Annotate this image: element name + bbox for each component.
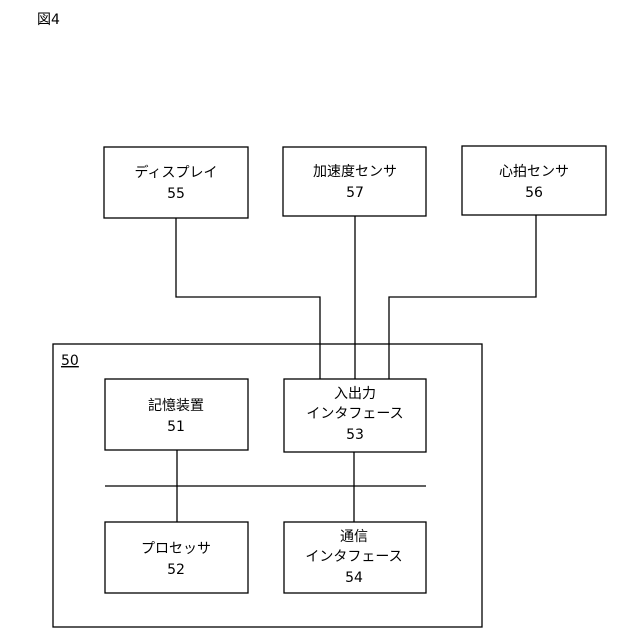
comm-interface-id: 54: [345, 570, 363, 586]
heart-rate-sensor-id: 56: [525, 185, 543, 201]
io-interface-line2: インタフェース: [306, 406, 403, 422]
heart-rate-sensor-box: 心拍センサ 56: [462, 146, 606, 215]
figure-label: 図4: [37, 12, 60, 28]
storage-box: 記憶装置 51: [105, 379, 248, 450]
comm-interface-box: 通信 インタフェース 54: [284, 522, 426, 593]
display-box: ディスプレイ 55: [104, 147, 248, 218]
system-id-label: 50: [61, 353, 79, 369]
storage-id: 51: [167, 419, 185, 435]
accelerometer-name: 加速度センサ: [313, 164, 397, 180]
processor-id: 52: [167, 562, 185, 578]
heart-rate-to-io-line: [389, 215, 536, 379]
accelerometer-id: 57: [346, 185, 364, 201]
io-interface-id: 53: [346, 427, 364, 443]
io-interface-line1: 入出力: [334, 386, 376, 402]
comm-interface-line1: 通信: [340, 529, 368, 545]
display-name: ディスプレイ: [134, 164, 217, 181]
comm-interface-line2: インタフェース: [305, 549, 402, 565]
io-interface-box: 入出力 インタフェース 53: [284, 379, 426, 452]
accelerometer-box: 加速度センサ 57: [283, 147, 426, 216]
storage-name: 記憶装置: [148, 397, 204, 414]
processor-box: プロセッサ 52: [105, 522, 248, 593]
connection-lines: [105, 215, 536, 522]
display-id: 55: [167, 186, 185, 202]
processor-name: プロセッサ: [141, 541, 211, 557]
heart-rate-sensor-name: 心拍センサ: [499, 164, 569, 180]
display-to-io-line: [176, 218, 320, 379]
